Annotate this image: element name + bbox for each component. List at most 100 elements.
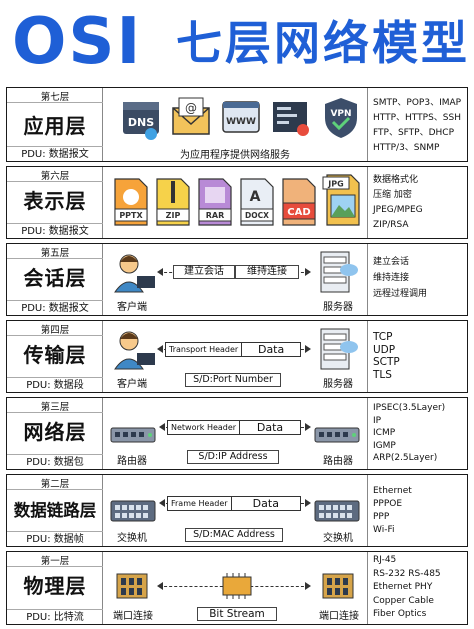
layer-data-link: 第二层 数据链路层 PDU: 数据帧 交换机 Frame Header Data…	[6, 474, 468, 547]
server-icon	[320, 328, 358, 370]
layer-number: 第六层	[40, 171, 70, 182]
protocol-item: SCTP	[373, 356, 400, 368]
server-label: 服务器	[323, 379, 353, 390]
session-maintain-box: 维持连接	[235, 265, 299, 279]
protocol-item: Fiber Optics	[373, 609, 427, 619]
protocol-item: SMTP、POP3、IMAP	[373, 98, 462, 108]
dns-icon: DNS	[123, 102, 159, 140]
protocol-list: Ethernet PPPOE PPP Wi-Fi	[367, 475, 467, 546]
switch-icon	[314, 500, 360, 522]
protocol-list: TCP UDP SCTP TLS	[367, 321, 467, 392]
layer-pdu: PDU: 数据报文	[21, 149, 89, 160]
router-icon	[314, 427, 360, 443]
switch-label: 交换机	[323, 533, 353, 544]
layer-pdu: PDU: 数据段	[26, 380, 84, 391]
protocol-list: 数据格式化 压缩 加密 JPEG/MPEG ZIP/RSA	[367, 167, 467, 238]
protocol-item: IPSEC(3.5Layer)	[373, 403, 446, 413]
packet-data: Data	[256, 421, 284, 434]
frame-data: Data	[252, 497, 279, 510]
protocol-item: PPP	[373, 512, 390, 522]
layer-caption: 为应用程序提供网络服务	[180, 150, 290, 161]
transport-segment: Transport Header Data	[165, 342, 301, 357]
frame-header: Frame Header	[168, 497, 232, 510]
protocol-item: ARP(2.5Layer)	[373, 453, 438, 464]
protocol-item: PPPOE	[373, 499, 403, 509]
layer-name: 数据链路层	[13, 501, 97, 520]
layer-number: 第二层	[40, 479, 70, 490]
layer-illustration: 客户端 Transport Header Data S/D:Port Numbe…	[103, 321, 367, 392]
svg-text:DNS: DNS	[128, 116, 154, 129]
protocol-item: TCP	[373, 331, 393, 343]
port-label: 端口连接	[113, 611, 153, 622]
port-number-tag: S/D:Port Number	[185, 373, 281, 387]
file-label: ZIP	[166, 211, 181, 220]
page-title: OSI 七层网络模型	[0, 2, 474, 82]
router-label: 路由器	[323, 456, 353, 467]
title-seven-layer-model: 七层网络模型	[176, 16, 470, 70]
protocol-item: IP	[373, 415, 382, 426]
layer-name: 表示层	[23, 189, 87, 213]
layer-physical: 第一层 物理层 PDU: 比特流 端口连接 Bit Strea	[6, 551, 468, 625]
terminal-icon	[273, 102, 309, 136]
protocol-item: IGMP	[373, 440, 396, 451]
www-icon: WWW	[222, 101, 260, 133]
layer-name: 网络层	[23, 420, 87, 444]
protocol-item: HTTP、HTTPS、SSH	[373, 113, 461, 123]
session-establish-box: 建立会话	[173, 265, 235, 279]
layer-session: 第五层 会话层 PDU: 数据报文 客户端 建立会话 维持连接 服务器 建立会话…	[6, 243, 468, 316]
file-label: PPTX	[119, 211, 143, 220]
bit-stream-tag: Bit Stream	[197, 607, 277, 621]
layer-name-cell: 第四层 传输层 PDU: 数据段	[7, 321, 103, 392]
layer-pdu: PDU: 数据帧	[26, 534, 84, 545]
router-icon	[110, 427, 156, 443]
chip-icon	[222, 573, 252, 599]
protocol-list: 建立会话 维持连接 远程过程调用	[367, 244, 467, 315]
layer-illustration: 端口连接 Bit Stream 端口连接	[103, 552, 367, 624]
protocol-item: FTP、SFTP、DHCP	[373, 128, 455, 138]
segment-data: Data	[257, 343, 285, 356]
file-label: DOCX	[245, 211, 269, 220]
ip-address-tag: S/D:IP Address	[187, 450, 279, 464]
client-person-icon	[114, 331, 155, 370]
layer-pdu: PDU: 数据包	[26, 457, 84, 468]
cad-file-icon: CAD	[282, 178, 316, 226]
layer-number: 第四层	[40, 325, 70, 336]
network-header: Network Header	[168, 421, 241, 434]
port-connector-icon	[116, 573, 148, 599]
protocol-item: 维持连接	[373, 273, 410, 283]
port-label: 端口连接	[319, 611, 359, 622]
layer-name: 应用层	[23, 114, 87, 138]
protocol-item: ICMP	[373, 428, 396, 439]
file-label: CAD	[287, 207, 310, 218]
layer-pdu: PDU: 数据报文	[21, 226, 89, 237]
layer-illustration: DNS @ WWW VPN 为应用程序提供网络服务	[103, 88, 367, 161]
svg-text:A: A	[250, 189, 261, 205]
server-icon	[320, 251, 358, 293]
svg-text:VPN: VPN	[330, 109, 351, 119]
zip-file-icon: ZIP	[156, 178, 190, 226]
protocol-item: JPEG/MPEG	[373, 205, 423, 215]
protocol-item: UDP	[373, 343, 396, 356]
layer-name-cell: 第一层 物理层 PDU: 比特流	[7, 552, 103, 624]
layer-name-cell: 第六层 表示层 PDU: 数据报文	[7, 167, 103, 238]
protocol-item: 远程过程调用	[373, 289, 428, 299]
layer-transport: 第四层 传输层 PDU: 数据段 客户端 Transport Header Da…	[6, 320, 468, 393]
pptx-file-icon: PPTX	[114, 178, 148, 226]
title-osi: OSI	[12, 5, 143, 79]
docx-file-icon: A DOCX	[240, 178, 274, 226]
layer-application: 第七层 应用层 PDU: 数据报文 DNS @ WWW	[6, 87, 468, 162]
switch-label: 交换机	[117, 533, 147, 544]
layer-network: 第三层 网络层 PDU: 数据包 路由器 Network Header Data…	[6, 397, 468, 470]
file-label: JPG	[327, 180, 343, 189]
server-label: 服务器	[323, 302, 353, 313]
layer-name: 会话层	[23, 266, 87, 290]
svg-text:WWW: WWW	[226, 117, 256, 127]
protocol-item: HTTP/3、SNMP	[373, 143, 440, 153]
layer-name: 物理层	[23, 574, 87, 598]
layer-name: 传输层	[23, 343, 87, 367]
protocol-list: RJ-45 RS-232 RS-485 Ethernet PHY Copper …	[367, 552, 467, 624]
layer-name-cell: 第五层 会话层 PDU: 数据报文	[7, 244, 103, 315]
layer-number: 第一层	[40, 556, 70, 567]
layer-illustration: 路由器 Network Header Data S/D:IP Address 路…	[103, 398, 367, 469]
layer-pdu: PDU: 比特流	[26, 612, 84, 623]
